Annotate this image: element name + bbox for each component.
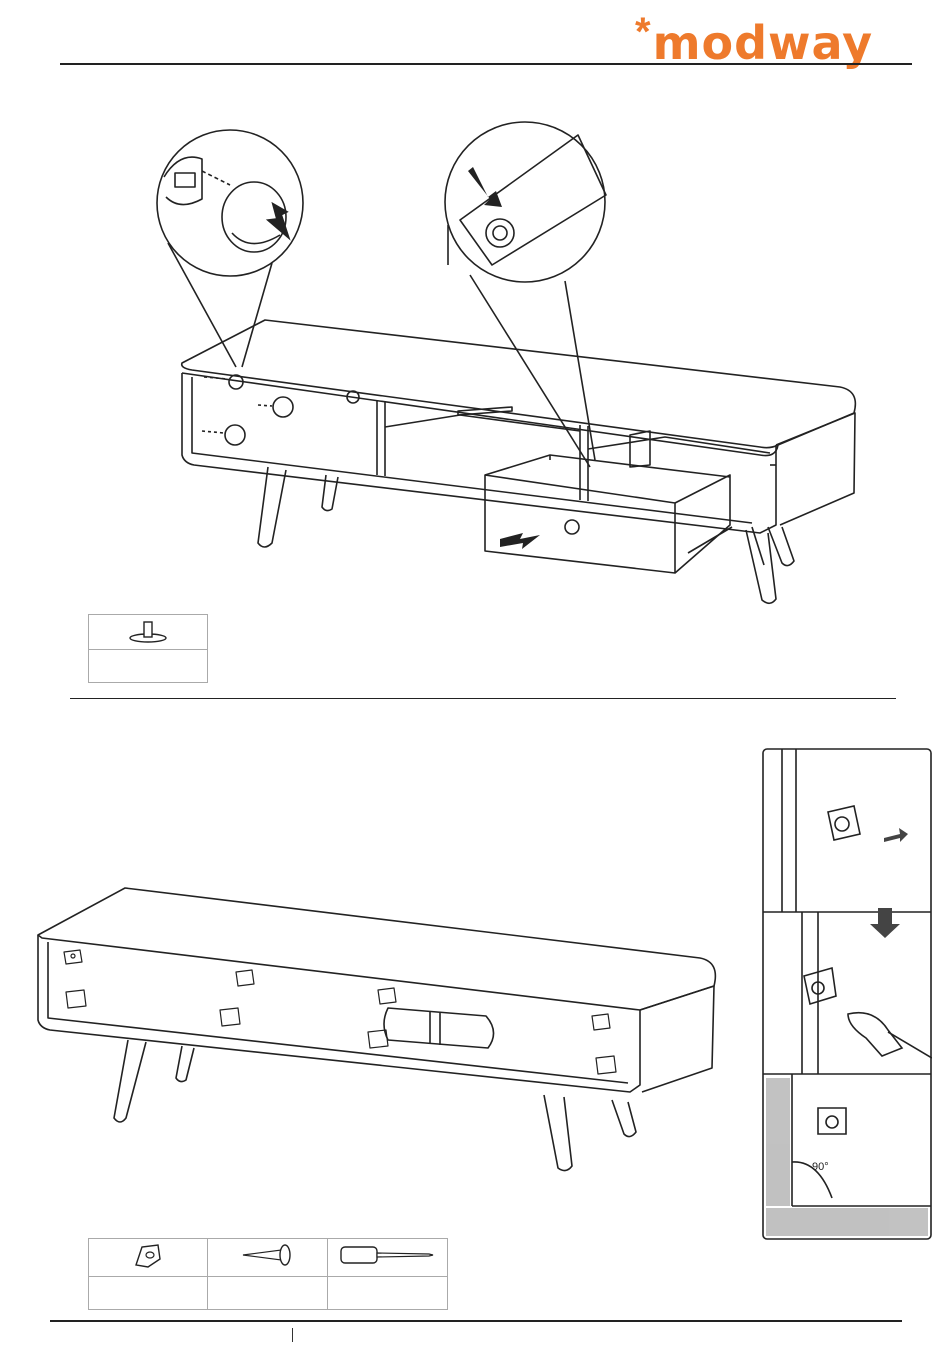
screwdriver-icon — [337, 1240, 437, 1270]
part-quantity — [89, 650, 208, 683]
angle-label: 90° — [812, 1161, 829, 1173]
drawer-knob-icon — [123, 616, 173, 644]
drawer-install-figure — [140, 115, 880, 615]
corner-bracket-icon — [128, 1239, 168, 1271]
brand-mark: * — [635, 12, 651, 52]
part-quantity — [208, 1277, 328, 1310]
part-quantity — [89, 1277, 208, 1310]
part-cell — [89, 1239, 208, 1277]
header-rule — [60, 63, 912, 65]
push-arrow-icon — [500, 533, 540, 549]
part-quantity — [327, 1277, 448, 1310]
section-divider — [70, 698, 896, 699]
bracket-detail-panel: 90° — [762, 748, 932, 1240]
step-a-parts-table — [88, 614, 208, 683]
brand-logo: * modway — [635, 2, 873, 66]
footer-rule — [50, 1320, 902, 1322]
part-cell — [208, 1239, 328, 1277]
part-cell — [89, 615, 208, 650]
part-cell — [327, 1239, 448, 1277]
screw-icon — [237, 1240, 297, 1270]
step-b-parts-table — [88, 1238, 448, 1310]
back-view-figure — [30, 880, 730, 1180]
brand-name: modway — [653, 20, 874, 66]
footer-tick — [292, 1328, 293, 1342]
